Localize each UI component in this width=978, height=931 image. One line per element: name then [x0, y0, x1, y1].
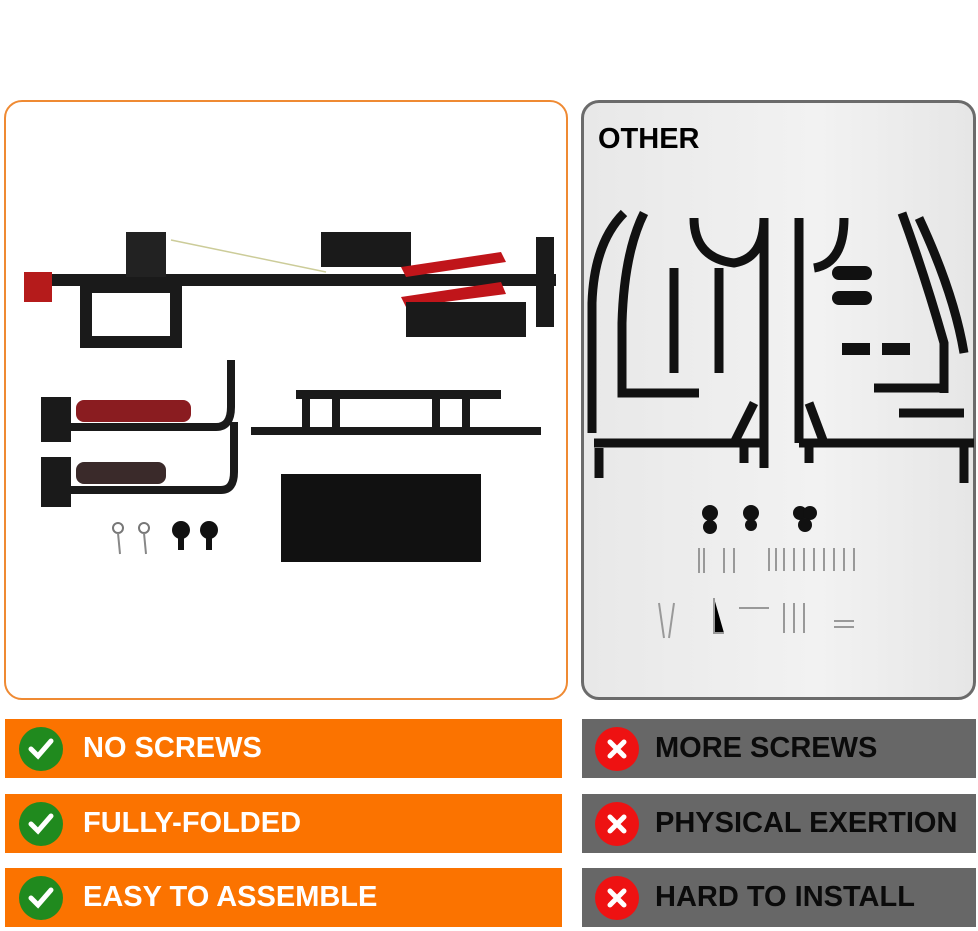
- con-physical-exertion: PHYSICAL EXERTION: [582, 794, 976, 853]
- con-more-screws: MORE SCREWS: [582, 719, 976, 778]
- pro-fully-folded: FULLY-FOLDED: [5, 794, 562, 853]
- check-icon: [19, 801, 63, 846]
- pro-label: NO SCREWS: [83, 732, 262, 764]
- x-icon: [595, 875, 639, 920]
- competitor-parts-image: [587, 209, 974, 639]
- con-label: HARD TO INSTALL: [655, 881, 915, 913]
- con-hard-to-install: HARD TO INSTALL: [582, 868, 976, 927]
- pro-no-screws: NO SCREWS: [5, 719, 562, 778]
- x-icon: [595, 726, 639, 771]
- check-icon: [19, 726, 63, 771]
- x-icon: [595, 801, 639, 846]
- pro-easy-to-assemble: EASY TO ASSEMBLE: [5, 868, 562, 927]
- pro-label: FULLY-FOLDED: [83, 807, 302, 839]
- pro-label: EASY TO ASSEMBLE: [83, 881, 378, 913]
- con-label: MORE SCREWS: [655, 732, 878, 764]
- competitor-panel: OTHER: [581, 100, 976, 700]
- con-label: PHYSICAL EXERTION: [655, 807, 958, 839]
- product-panel: [4, 100, 568, 700]
- competitor-title: OTHER: [598, 123, 700, 155]
- product-parts-image: [24, 232, 556, 562]
- check-icon: [19, 875, 63, 920]
